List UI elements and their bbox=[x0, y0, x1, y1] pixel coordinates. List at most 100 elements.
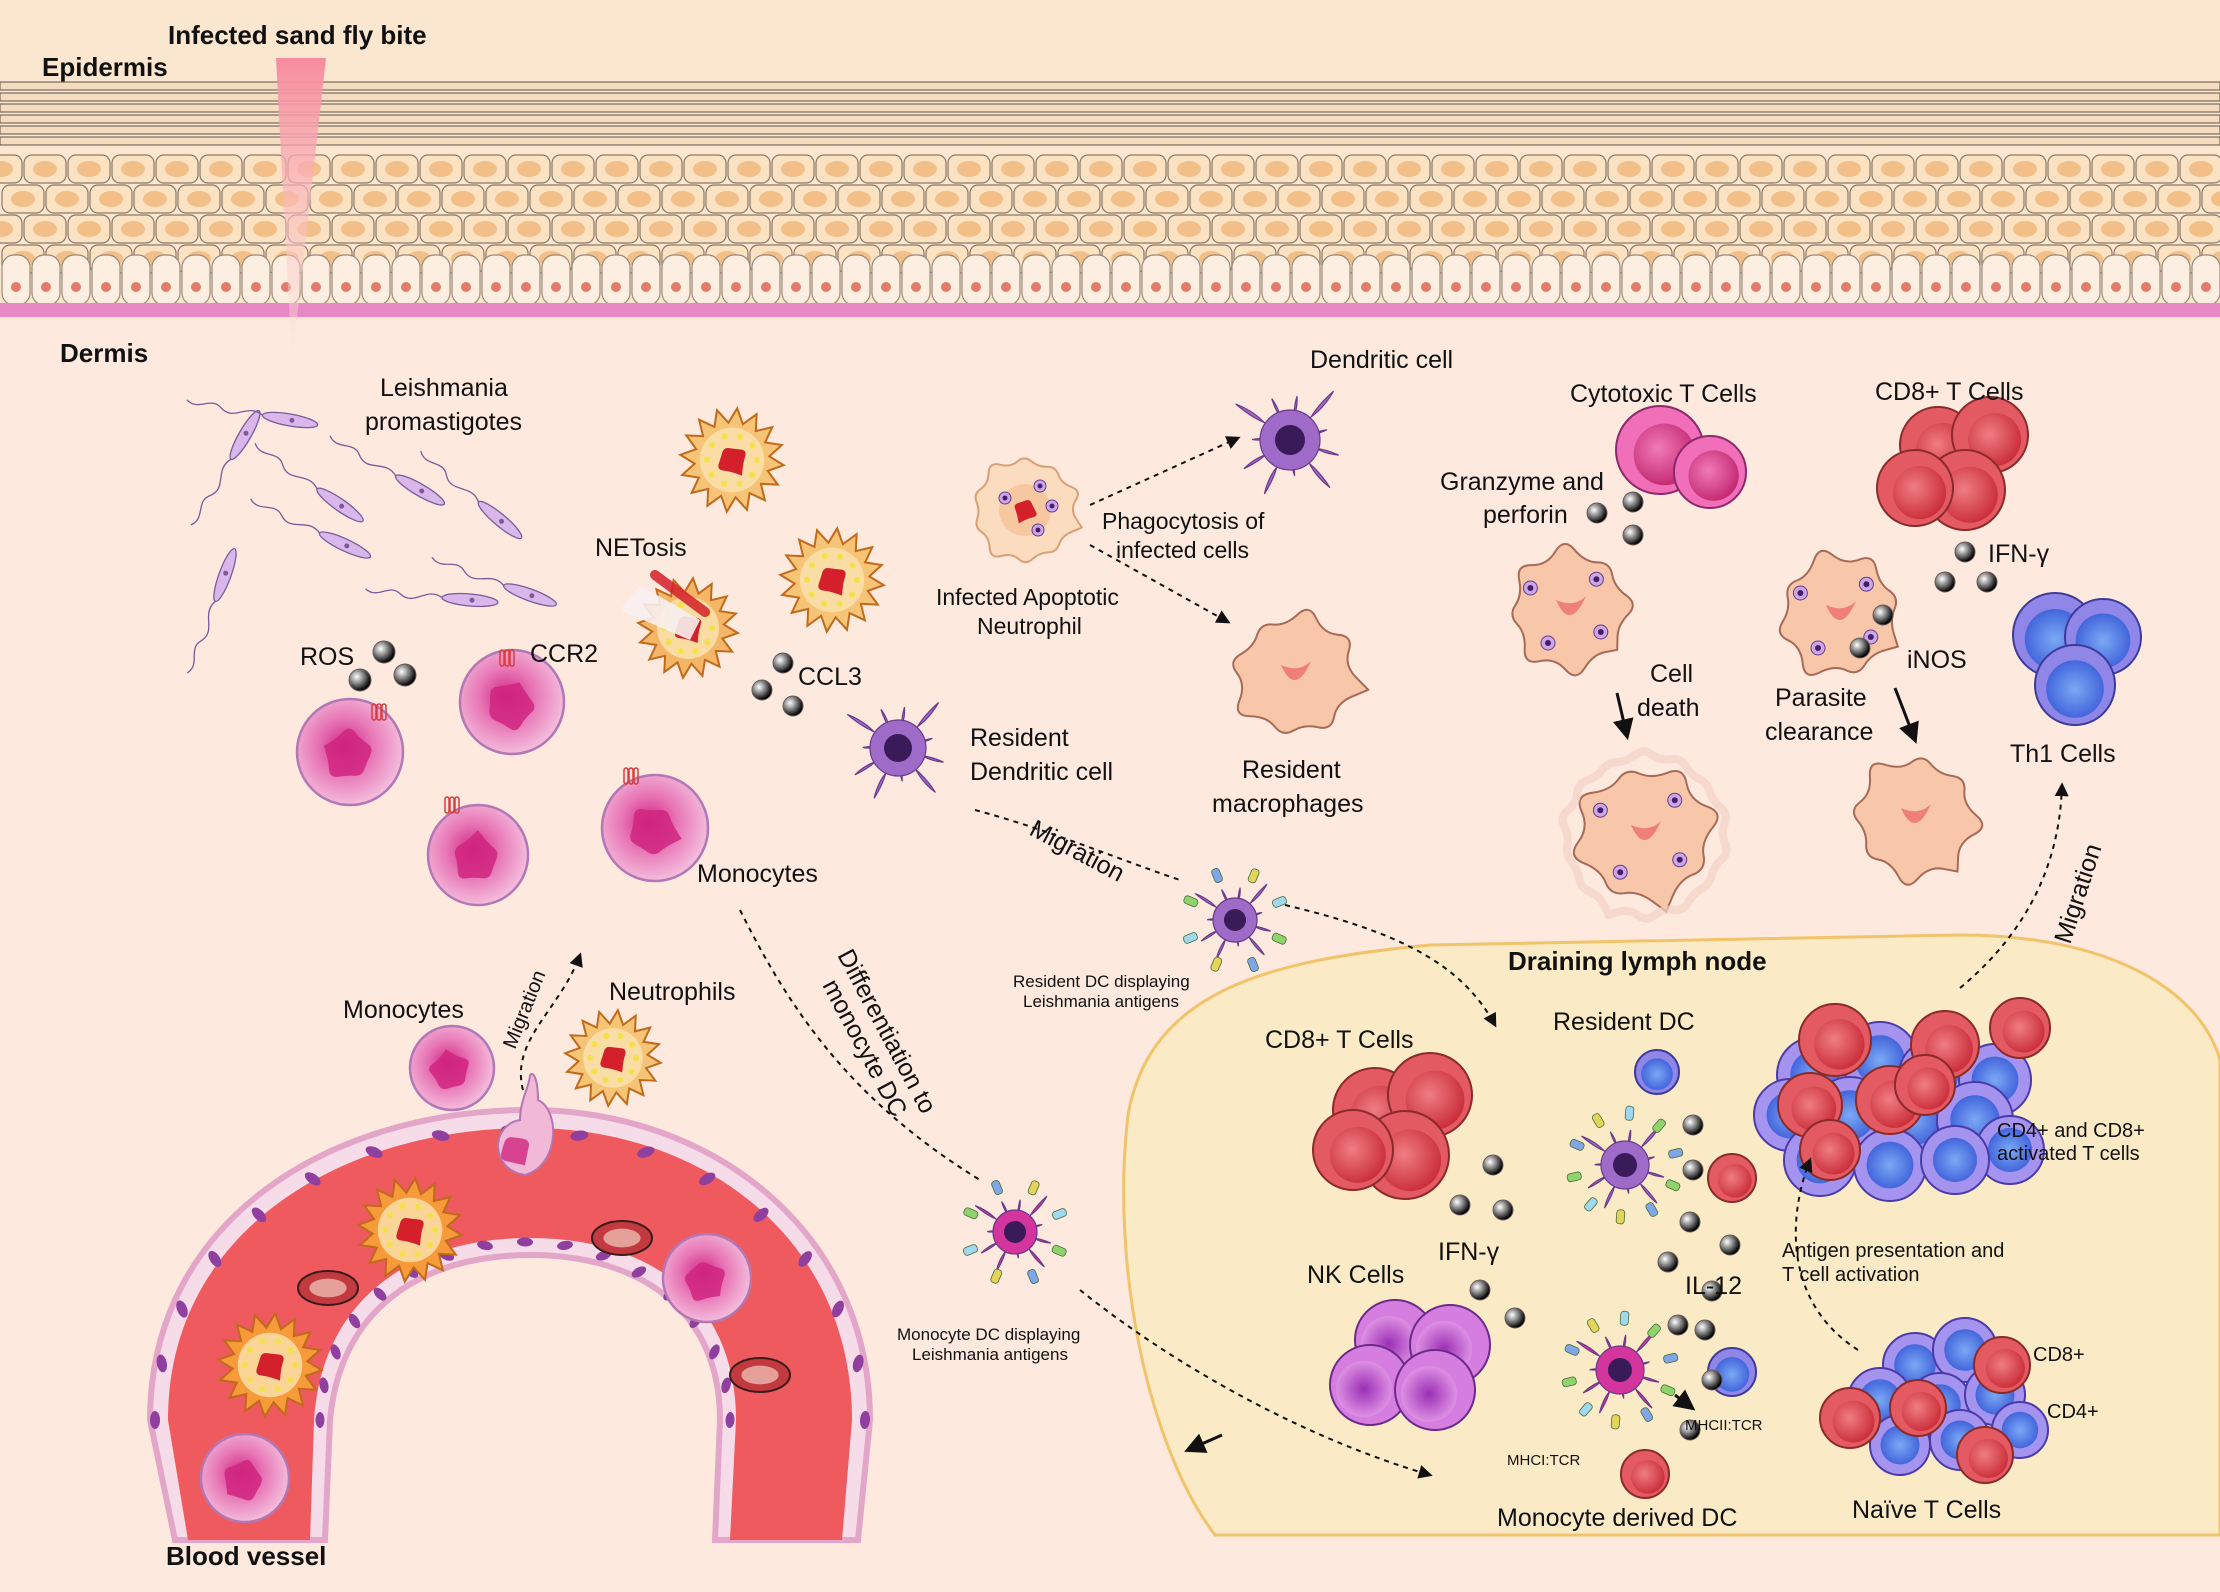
il12-molecule bbox=[1694, 1319, 1716, 1341]
neutrophil-granule bbox=[736, 480, 743, 487]
extravasating-nucleus bbox=[501, 1137, 529, 1166]
granzyme-molecule bbox=[1622, 524, 1644, 546]
keratinocyte-nucleus bbox=[1001, 161, 1025, 177]
antigen-complex bbox=[1584, 1197, 1598, 1212]
antigen-complex bbox=[1663, 1352, 1679, 1364]
basal-cell bbox=[1081, 254, 1111, 306]
keratinocyte-nucleus bbox=[209, 161, 233, 177]
endothelial-nucleus bbox=[150, 1411, 160, 1429]
neutrophil-granule bbox=[591, 1041, 598, 1048]
basal-cell bbox=[631, 254, 661, 306]
rbc-center bbox=[603, 1228, 641, 1248]
arrow-to-resident-dc-ln bbox=[1284, 904, 1497, 1028]
keratinocyte-nucleus bbox=[0, 161, 13, 177]
neutrophil-granule bbox=[708, 471, 715, 478]
basal-cell bbox=[1411, 254, 1441, 306]
mhcii-label: MHCII:TCR bbox=[1685, 1417, 1763, 1434]
basal-nucleus bbox=[2051, 282, 2061, 292]
amastigote-nucleus bbox=[1671, 797, 1678, 804]
keratinocyte-nucleus bbox=[429, 161, 453, 177]
keratinocyte-nucleus bbox=[1265, 221, 1289, 237]
keratinocyte-nucleus bbox=[1397, 221, 1421, 237]
basal-nucleus bbox=[251, 282, 261, 292]
intracellular-amastigotes bbox=[1592, 792, 1688, 880]
ccr2-receptor bbox=[454, 796, 460, 814]
keratinocyte-nucleus bbox=[231, 191, 255, 207]
antigen-complexes bbox=[962, 1180, 1067, 1285]
keratinocyte-nucleus bbox=[0, 221, 13, 237]
net-trap-red bbox=[650, 570, 710, 617]
promastigotes-label-2: promastigotes bbox=[365, 408, 522, 436]
keratinocyte-nucleus bbox=[11, 191, 35, 207]
basal-cell bbox=[2101, 254, 2131, 306]
basal-cell bbox=[421, 254, 451, 306]
neutrophil-granule bbox=[749, 471, 756, 478]
nk-nucleus bbox=[1336, 1361, 1392, 1417]
basal-nucleus bbox=[2171, 282, 2181, 292]
inos-molecule bbox=[1849, 637, 1871, 659]
dendritic-nucleus bbox=[1224, 909, 1246, 931]
keratinocyte-nucleus bbox=[737, 221, 761, 237]
monocyte bbox=[408, 1024, 496, 1112]
cd8-naive-label: CD8+ bbox=[2033, 1344, 2085, 1366]
keratinocyte-nucleus bbox=[473, 161, 497, 177]
keratinocyte-nucleus bbox=[671, 191, 695, 207]
basal-cell-layer bbox=[1, 254, 2220, 306]
dendritic-cell bbox=[1576, 1330, 1660, 1414]
neutrophil-granule bbox=[414, 1250, 421, 1257]
neutrophil-granule bbox=[808, 562, 815, 569]
draining-lymph-node-label: Draining lymph node bbox=[1508, 946, 1767, 976]
neutrophil bbox=[215, 1310, 325, 1420]
keratinocyte-nucleus bbox=[341, 221, 365, 237]
keratinocyte-nucleus bbox=[33, 221, 57, 237]
basal-nucleus bbox=[1301, 282, 1311, 292]
neutrophil-granule bbox=[259, 1338, 266, 1345]
keratinocyte-nucleus bbox=[825, 161, 849, 177]
neutrophil-granule bbox=[287, 1376, 294, 1383]
antigen-complex bbox=[1615, 1209, 1626, 1225]
neutrophils-label: Neutrophils bbox=[609, 978, 735, 1006]
endothelial-nucleus bbox=[709, 1344, 720, 1360]
dendritic-nucleus bbox=[1275, 425, 1305, 455]
neutrophil-granule bbox=[753, 457, 760, 463]
cd8-nucleus bbox=[1718, 1164, 1752, 1198]
basal-nucleus bbox=[2111, 282, 2121, 292]
cd4-cell bbox=[1920, 1125, 1990, 1195]
ccr2-receptor bbox=[444, 796, 450, 814]
cd8-nucleus bbox=[1814, 1019, 1865, 1070]
endothelial-nucleus bbox=[557, 1240, 573, 1251]
basal-cell bbox=[1561, 254, 1591, 306]
keratinocyte-nucleus bbox=[891, 191, 915, 207]
monocyte-nucleus bbox=[429, 1049, 469, 1090]
il12-molecule bbox=[1719, 1234, 1741, 1256]
keratinocyte-nucleus bbox=[1155, 191, 1179, 207]
basal-nucleus bbox=[1391, 282, 1401, 292]
cd8-nucleus bbox=[1379, 1129, 1442, 1192]
basal-nucleus bbox=[701, 282, 711, 292]
endothelial-nucleus bbox=[373, 1287, 387, 1301]
macrophage-nucleus bbox=[1556, 596, 1586, 616]
promastigote-nucleus bbox=[223, 570, 229, 576]
basal-cell bbox=[451, 254, 481, 306]
corneum-row bbox=[0, 114, 2220, 124]
nk-cell bbox=[1394, 1349, 1476, 1431]
macrophage-nucleus bbox=[1901, 804, 1931, 824]
neutrophil-granule bbox=[259, 1385, 266, 1392]
basal-nucleus bbox=[461, 282, 471, 292]
antigen-complex bbox=[1210, 956, 1223, 972]
keratinocyte-nucleus bbox=[627, 191, 651, 207]
promastigote-nucleus bbox=[339, 503, 345, 509]
amastigote-nucleus bbox=[1815, 645, 1821, 651]
keratinocyte-nucleus bbox=[1375, 191, 1399, 207]
amastigote-nucleus bbox=[1597, 807, 1604, 814]
endothelial-nucleus bbox=[570, 1130, 589, 1141]
amastigote-nucleus bbox=[1617, 869, 1624, 876]
keratinocyte-nucleus bbox=[363, 191, 387, 207]
basal-cell bbox=[2041, 254, 2071, 306]
basal-cell bbox=[781, 254, 811, 306]
endothelial-nucleus bbox=[477, 1240, 493, 1251]
amastigote-nucleus bbox=[1597, 629, 1604, 635]
endothelial-nucleus bbox=[348, 1313, 361, 1329]
basal-nucleus bbox=[1571, 282, 1581, 292]
